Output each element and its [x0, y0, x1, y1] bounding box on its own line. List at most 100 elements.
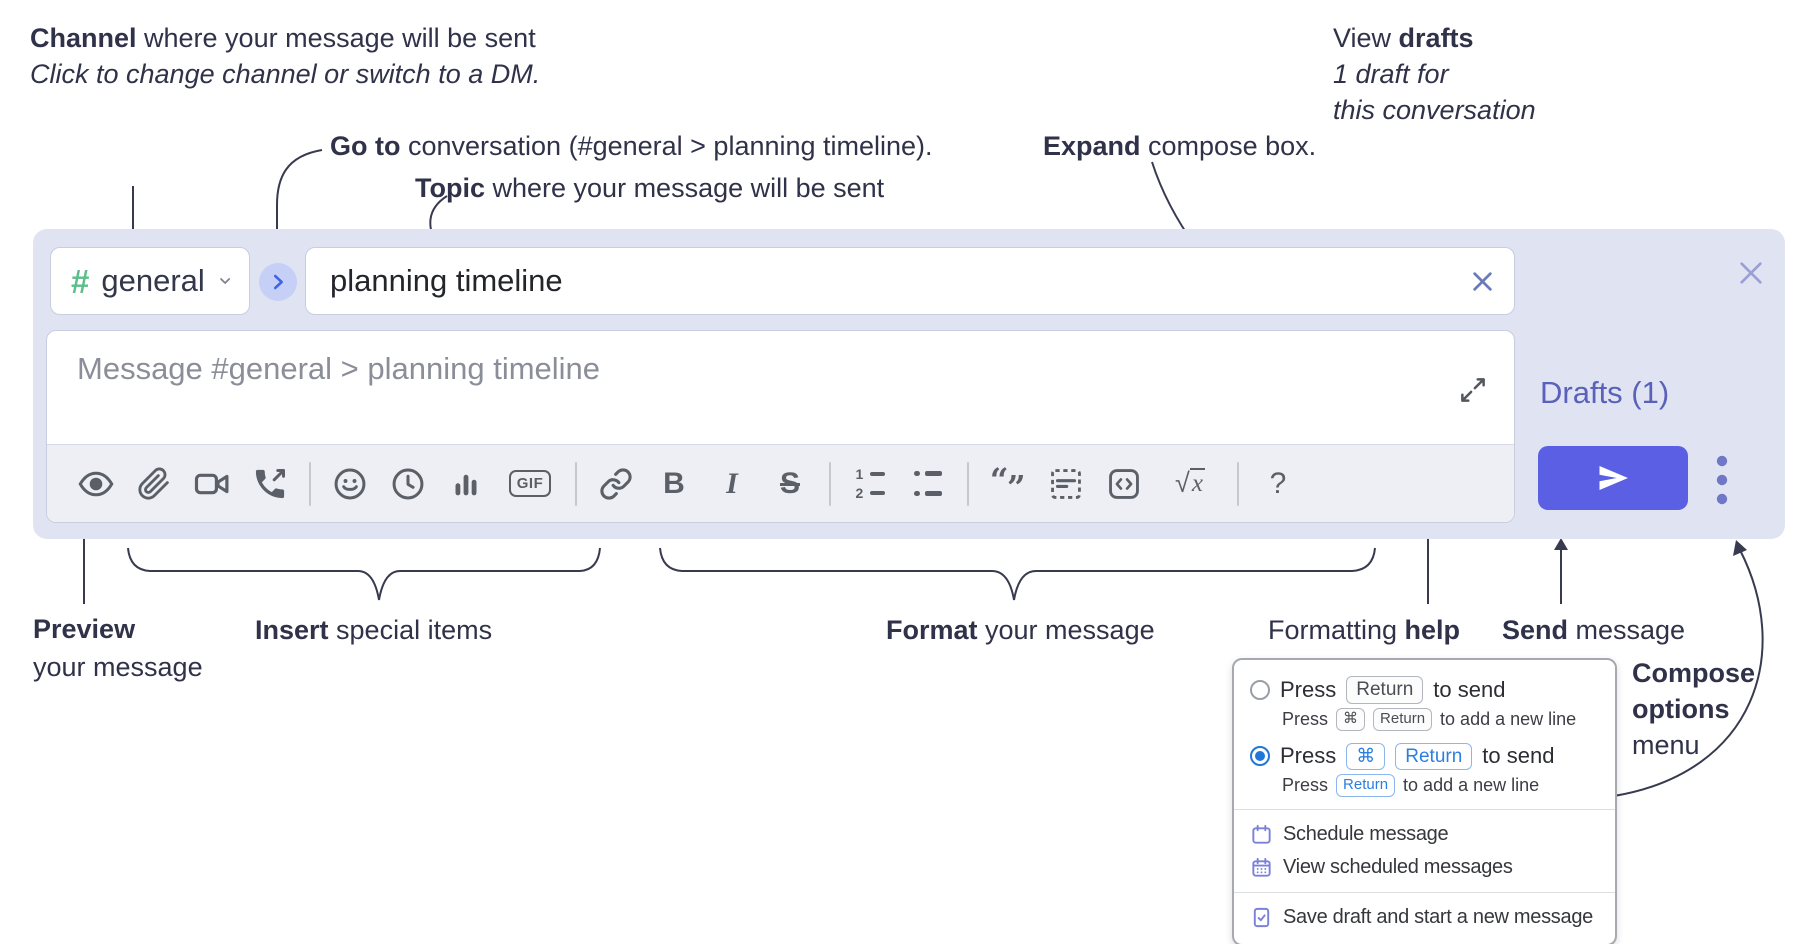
send-annotation-bold: Send — [1502, 615, 1569, 645]
gif-icon[interactable]: GIF — [504, 458, 556, 510]
save-draft-item[interactable]: Save draft and start a new message — [1250, 901, 1599, 934]
insert-annotation: Insert special items — [255, 612, 492, 648]
option2-sub-suffix: to add a new line — [1403, 775, 1540, 796]
chevron-right-icon — [273, 274, 283, 290]
channel-selector[interactable]: # general — [50, 247, 250, 315]
compose-options-line2: options — [1632, 694, 1730, 724]
option1-sub-suffix: to add a new line — [1440, 708, 1577, 729]
send-plane-icon — [1599, 466, 1628, 490]
option1-suffix: to send — [1433, 676, 1506, 702]
strikethrough-icon[interactable]: S — [770, 458, 810, 510]
option2-subtext: Press Return to add a new line — [1282, 774, 1599, 797]
toolbar-separator — [829, 461, 831, 506]
popup-divider — [1234, 892, 1615, 893]
radio-unselected[interactable] — [1250, 679, 1270, 700]
view-scheduled-messages-label: View scheduled messages — [1283, 856, 1513, 878]
insert-annotation-bold: Insert — [255, 615, 329, 645]
expand-annotation: Expand compose box. — [1043, 128, 1316, 164]
toolbar-separator — [1237, 461, 1239, 506]
math-var-glyph: x — [1189, 468, 1205, 497]
calendar-grid-icon — [1252, 857, 1271, 877]
attach-paperclip-icon[interactable] — [134, 458, 174, 510]
quote-close-glyph: ” — [1007, 469, 1026, 502]
option2-sub-press: Press — [1282, 775, 1329, 796]
voice-call-icon[interactable] — [250, 458, 290, 510]
italic-icon[interactable]: I — [712, 458, 752, 510]
formatting-help-regular: Formatting — [1268, 615, 1405, 645]
option1-subtext: Press ⌘ Return to add a new line — [1282, 707, 1599, 731]
channel-annotation-bold: Channel — [30, 23, 137, 53]
schedule-message-item[interactable]: Schedule message — [1250, 818, 1599, 851]
compose-options-menu-button[interactable] — [1710, 451, 1734, 509]
close-compose-button[interactable] — [1733, 255, 1769, 291]
compose-options-line3: menu — [1632, 730, 1700, 760]
return-key: Return — [1373, 707, 1433, 731]
goto-annotation-bold: Go to — [330, 131, 401, 161]
time-icon[interactable] — [388, 458, 428, 510]
preview-annotation: Preview your message — [33, 610, 203, 686]
channel-name: general — [101, 263, 205, 298]
format-annotation: Format your message — [886, 612, 1155, 648]
channel-annotation-rest: where your message will be sent — [136, 23, 536, 53]
toolbar-separator — [967, 461, 969, 506]
radio-selected[interactable] — [1250, 746, 1270, 767]
insert-annotation-rest: special items — [328, 615, 493, 645]
close-icon — [1740, 262, 1762, 284]
calendar-icon — [1252, 824, 1271, 844]
expand-annotation-rest: compose box. — [1140, 131, 1317, 161]
topic-input[interactable]: planning timeline — [305, 247, 1515, 315]
quote-open-glyph: “ — [990, 466, 1009, 500]
popup-divider — [1234, 809, 1615, 810]
send-button[interactable] — [1538, 446, 1688, 510]
topic-annotation-bold: Topic — [415, 173, 485, 203]
view-drafts-annotation: View drafts 1 draft for this conversatio… — [1333, 20, 1536, 128]
message-compose-area[interactable]: Message #general > planning timeline — [46, 330, 1515, 523]
preview-eye-icon[interactable] — [76, 458, 116, 510]
formatting-help-bold: help — [1404, 615, 1461, 645]
drafts-link[interactable]: Drafts (1) — [1540, 375, 1670, 410]
expand-compose-icon[interactable] — [1458, 375, 1488, 405]
chevron-down-icon — [219, 278, 230, 284]
compose-box: # general planning timeline Message #gen… — [33, 229, 1785, 539]
view-drafts-line2: 1 draft for — [1333, 59, 1449, 89]
poll-icon[interactable] — [446, 458, 486, 510]
send-option-cmd-return[interactable]: Press ⌘ Return to send — [1250, 742, 1599, 771]
channel-hash-icon: # — [71, 262, 90, 300]
option1-sub-press: Press — [1282, 708, 1329, 729]
ol-num-2: 2 — [855, 485, 864, 501]
send-option-return[interactable]: Press Return to send — [1250, 676, 1599, 704]
formatting-help-icon[interactable]: ? — [1258, 458, 1298, 510]
compose-options-annotation: Compose options menu — [1632, 655, 1755, 763]
view-scheduled-messages-item[interactable]: View scheduled messages — [1250, 851, 1599, 884]
goto-annotation-rest: conversation (#general > planning timeli… — [400, 131, 933, 161]
option1-press: Press — [1280, 676, 1337, 702]
view-drafts-line3: this conversation — [1333, 95, 1536, 125]
goto-annotation: Go to conversation (#general > planning … — [330, 128, 933, 164]
save-draft-icon — [1253, 907, 1270, 928]
compose-toolbar: GIF B I S — [47, 444, 1514, 522]
expand-annotation-bold: Expand — [1043, 131, 1141, 161]
message-placeholder: Message #general > planning timeline — [77, 351, 601, 386]
code-icon[interactable] — [1104, 458, 1144, 510]
go-to-conversation-button[interactable] — [259, 263, 297, 301]
ol-num-1: 1 — [855, 466, 864, 482]
bold-icon[interactable]: B — [654, 458, 694, 510]
emoji-icon[interactable] — [330, 458, 370, 510]
link-icon[interactable] — [596, 458, 636, 510]
math-root-glyph: √ — [1175, 468, 1190, 498]
preview-annotation-rest: your message — [33, 652, 203, 682]
bulleted-list-icon[interactable] — [908, 458, 948, 510]
format-annotation-bold: Format — [886, 615, 978, 645]
italic-label: I — [726, 466, 738, 500]
topic-annotation-rest: where your message will be sent — [485, 173, 885, 203]
channel-annotation-sub: Click to change channel or switch to a D… — [30, 59, 541, 89]
quote-icon[interactable]: “ ” — [988, 458, 1028, 510]
numbered-list-icon[interactable]: 1 2 — [850, 458, 890, 510]
spoiler-icon[interactable] — [1046, 458, 1086, 510]
send-annotation: Send message — [1502, 612, 1685, 648]
topic-annotation: Topic where your message will be sent — [415, 170, 884, 206]
clear-topic-icon[interactable] — [1469, 268, 1496, 295]
math-icon[interactable]: √x — [1162, 458, 1218, 510]
video-call-icon[interactable] — [192, 458, 232, 510]
